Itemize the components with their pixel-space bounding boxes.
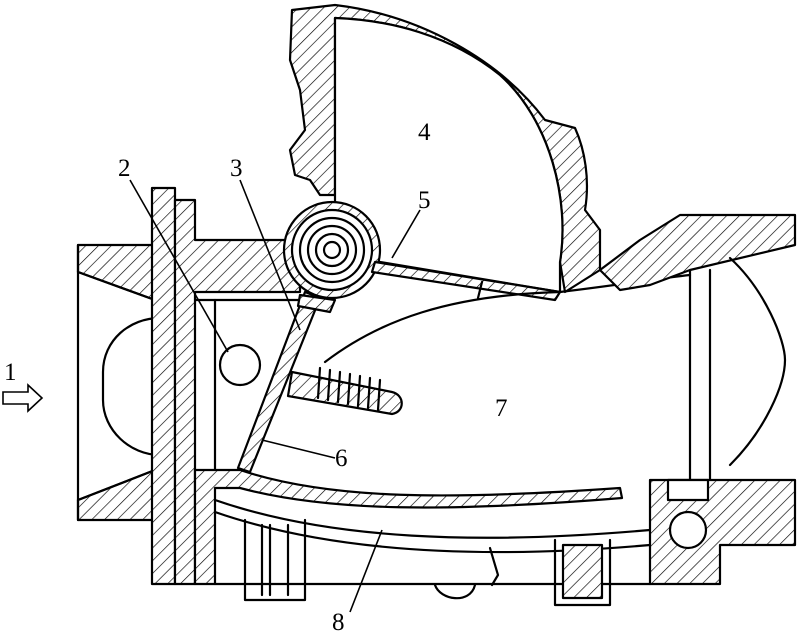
label-4: 4 [418, 119, 431, 146]
shaft-coil [282, 200, 382, 300]
label-8: 8 [332, 609, 345, 634]
label-1: 1 [4, 359, 17, 386]
outlet-section [598, 213, 797, 586]
label-2: 2 [118, 155, 131, 182]
inlet-arrow-icon [2, 383, 44, 413]
label-7: 7 [495, 395, 508, 422]
label-5: 5 [418, 187, 431, 214]
bottom-body [213, 518, 652, 607]
label-6: 6 [335, 445, 348, 472]
label-3: 3 [230, 155, 243, 182]
main-bore [193, 298, 302, 472]
leader-lines [129, 179, 421, 613]
upper-housing [288, 3, 602, 294]
flap-plate [236, 290, 337, 474]
spring-assembly [286, 366, 403, 416]
inlet-section [76, 186, 302, 586]
vane-arm [370, 260, 562, 302]
